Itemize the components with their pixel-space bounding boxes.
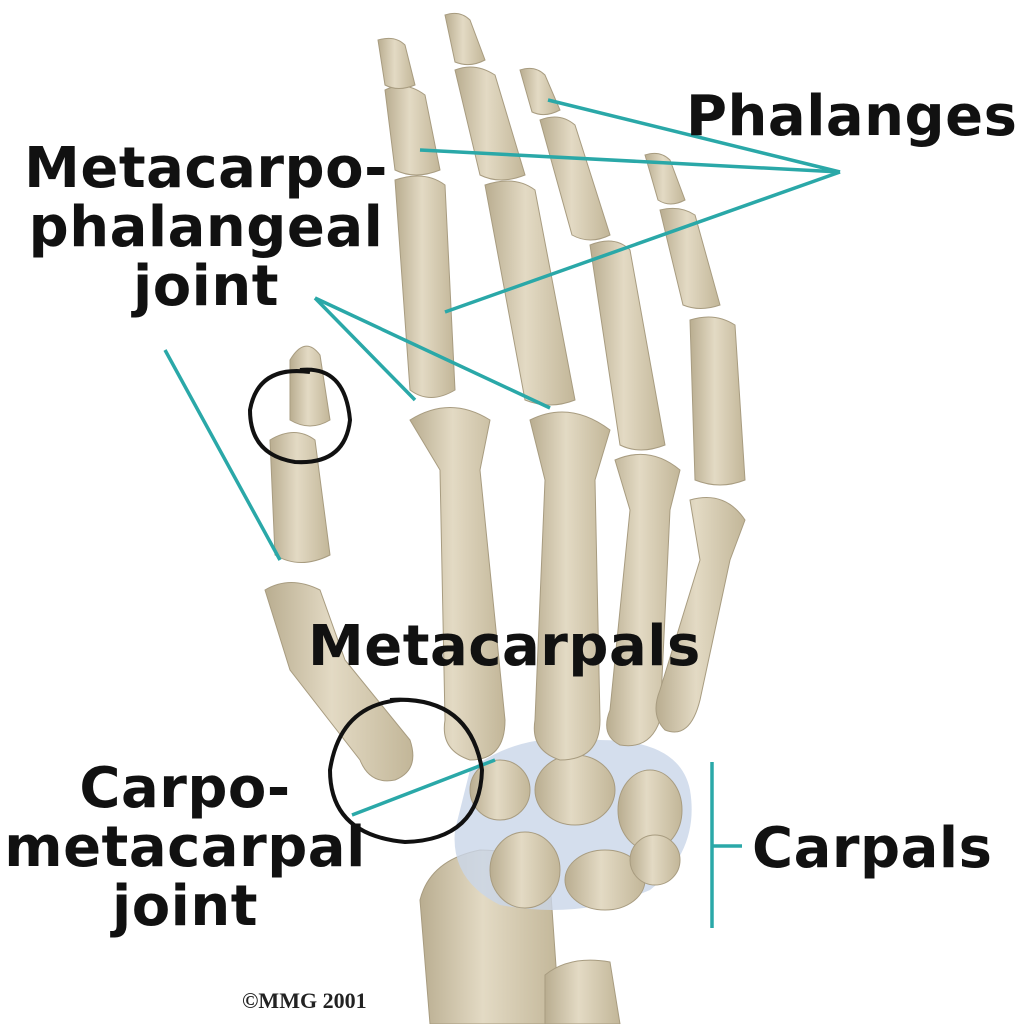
carpal-bones [454, 738, 692, 911]
label-metacarpals: Metacarpals [308, 614, 701, 679]
leader-lines [163, 98, 841, 928]
ip-joint-circle [247, 367, 353, 465]
phalanx-bones [269, 12, 746, 563]
cmc-joint-circle [327, 697, 485, 845]
label-mcp-line1: Metacarpo- [24, 136, 388, 201]
label-carpals: Carpals [752, 816, 993, 881]
label-mcp-line3: joint [133, 253, 279, 319]
label-cmc-line3: joint [112, 873, 258, 939]
label-phalanges: Phalanges [686, 84, 1018, 149]
label-carpometacarpal-joint: Carpo- metacarpal joint [0, 756, 370, 939]
label-mcp-line2: phalangeal [28, 194, 384, 260]
metacarpal-bones [264, 407, 746, 782]
label-metacarpophalangeal-joint: Metacarpo- phalangeal joint [6, 136, 406, 319]
label-cmc-line2: metacarpal [4, 814, 366, 880]
label-cmc-line1: Carpo- [79, 756, 291, 821]
highlight-circles [247, 367, 485, 845]
copyright-notice: ©MMG 2001 [242, 988, 367, 1013]
